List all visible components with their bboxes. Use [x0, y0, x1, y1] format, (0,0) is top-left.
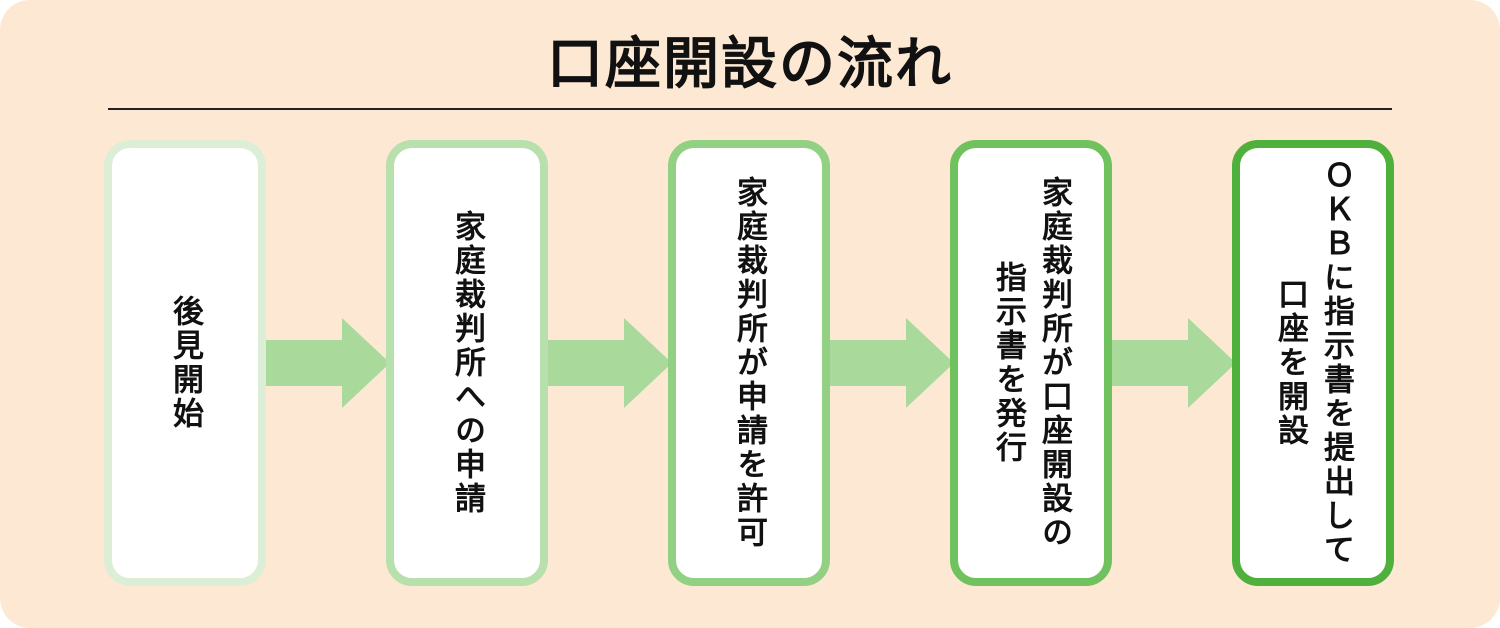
- step-box-1: 後見開始: [104, 140, 266, 586]
- step-label-1: 後見開始: [167, 295, 203, 431]
- title-divider: [108, 108, 1392, 110]
- step-label-4: 家庭裁判所が口座開設の 指示書を発行: [990, 176, 1072, 550]
- step-box-3: 家庭裁判所が申請を許可: [668, 140, 830, 586]
- step-label-2: 家庭裁判所への申請: [449, 210, 485, 516]
- step-box-2: 家庭裁判所への申請: [386, 140, 548, 586]
- arrow-right-icon-3: [830, 318, 954, 408]
- step-box-5: ＯＫＢに指示書を提出して 口座を開設: [1232, 140, 1394, 586]
- arrow-right-icon-1: [266, 318, 390, 408]
- arrow-right-icon-4: [1112, 318, 1236, 408]
- step-label-3: 家庭裁判所が申請を許可: [731, 176, 767, 550]
- step-label-5: ＯＫＢに指示書を提出して 口座を開設: [1272, 159, 1354, 567]
- page-title: 口座開設の流れ: [547, 32, 953, 97]
- arrow-right-icon-2: [548, 318, 672, 408]
- step-box-4: 家庭裁判所が口座開設の 指示書を発行: [950, 140, 1112, 586]
